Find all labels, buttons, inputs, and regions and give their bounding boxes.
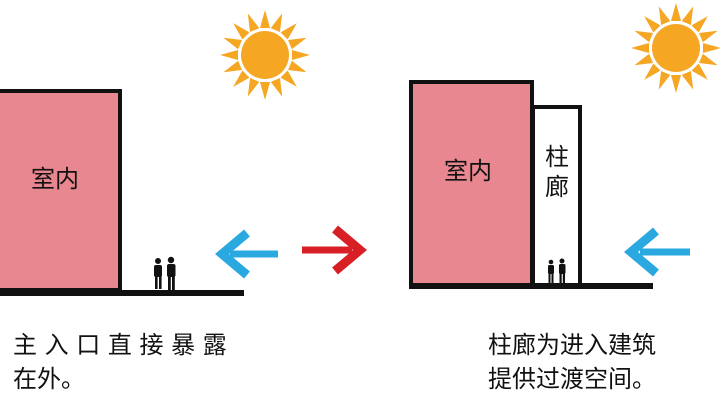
left-caption-line2: 在外。 [13, 365, 85, 393]
left-building-label: 室内 [31, 165, 79, 193]
right-caption-line1: 柱廊为进入建筑 [488, 331, 656, 359]
right-scene [409, 3, 720, 289]
people-icon [154, 256, 176, 290]
arrow-right-icon [302, 225, 367, 275]
left-building [0, 89, 122, 292]
left-scene [0, 10, 310, 296]
arrow-left-icon [215, 229, 278, 279]
sun-icon [220, 10, 310, 100]
colonnade-label: 柱廊 [545, 143, 569, 201]
left-caption-line1: 主 入 口 直 接 暴 露 [13, 331, 227, 359]
right-ground-line [409, 283, 653, 289]
right-building-label: 室内 [444, 157, 492, 185]
left-ground-line [0, 290, 244, 296]
people-icon [548, 258, 566, 284]
arrow-left-icon [624, 227, 690, 277]
right-caption-line2: 提供过渡空间。 [488, 365, 656, 393]
sun-icon [631, 3, 720, 93]
